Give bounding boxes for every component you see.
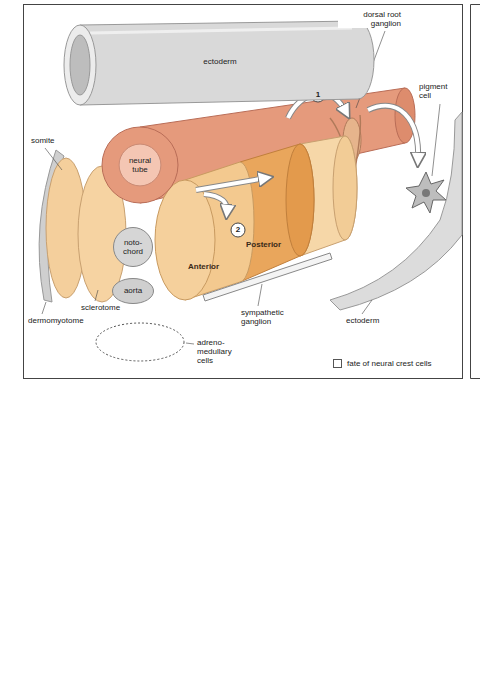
tube-lumen [70,35,90,95]
pigment-cell-shape [406,172,446,213]
node-ellipse [113,279,154,304]
part-label: pigment cell [418,82,460,100]
ectoderm-sheet [330,112,462,310]
migration-arrow-outline [204,194,227,212]
node-label: neural tube [123,156,157,174]
migration-arrow-outline [196,178,266,190]
ectoderm-tube: ectoderm [62,19,378,105]
node-label: noto-chord [118,238,148,256]
part-label: sclerotome [80,303,121,312]
leader-line [95,290,98,301]
callout-number: 2 [232,224,244,236]
migration-arrow [196,178,266,190]
region-label: Posterior [246,240,281,249]
callout-circle [231,223,245,237]
region-label: Anterior [188,262,219,271]
part-label: somite [30,136,56,145]
leader-line [362,300,372,314]
tube-end [64,25,96,105]
panel-frame [24,5,463,379]
posterior-sclerotome-end [286,144,314,256]
tube-highlight [90,28,352,33]
part-label: sympathetic ganglion [240,308,294,326]
neural-tube-section: neural tube [101,126,179,204]
legend-swatch [333,359,342,368]
neural-tube-lumen [119,144,161,186]
legend-entry: fate of neural crest cells [333,359,431,368]
node-label: ectoderm [180,57,260,66]
legend-text: fate of neural crest cells [347,359,431,368]
part-label: dorsal root ganglion [338,10,402,28]
leader-line [258,284,262,306]
sclerotome-block-end [333,136,357,240]
tube-body [80,21,374,105]
migration-arrow [368,106,418,160]
node-ellipse [114,228,153,267]
callout-number: 1 [312,89,324,101]
notochord-circle: noto-chord [113,227,153,267]
part-label: adreno-medullary cells [196,338,244,366]
node-label: aorta [117,286,149,295]
part-label: ectoderm [345,316,380,325]
leader-line [42,302,46,314]
leader-line [45,148,62,170]
part-label: dermomyotome [27,316,85,325]
aorta-ellipse: aorta [112,278,154,304]
adrenal-outline [96,323,184,361]
sympathetic-chain [203,253,332,301]
leader-line [432,104,440,176]
migration-arrow-outline [368,106,418,160]
anterior-sclerotome-face [155,180,215,300]
next-panel-frame [471,5,480,379]
pigment-cell-nucleus [422,189,430,197]
leader-line [186,343,194,344]
neural-tube-wall [102,127,178,203]
migration-arrow [204,194,227,212]
